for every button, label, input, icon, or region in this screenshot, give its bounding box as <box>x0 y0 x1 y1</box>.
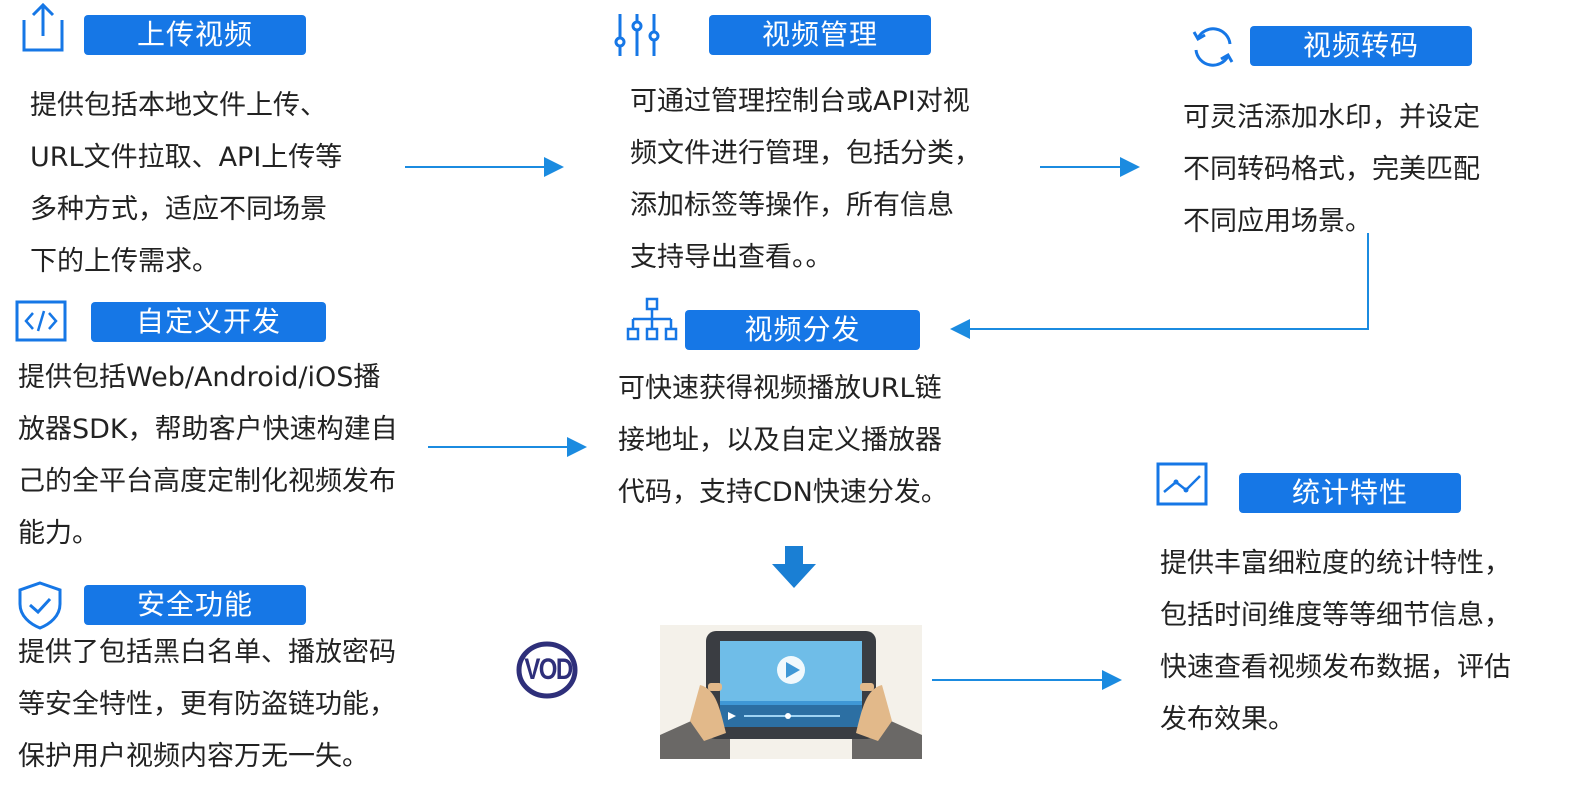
distribute-line-1: 可快速获得视频播放URL链 <box>618 373 942 404</box>
distribute-line-2: 接地址，以及自定义播放器 <box>618 425 942 456</box>
custom-dev-description: 提供包括Web/Android/iOS播 放器SDK，帮助客户快速构建自 己的全… <box>18 352 398 560</box>
security-description: 提供了包括黑白名单、播放密码 等安全特性，更有防盗链功能， 保护用户视频内容万无… <box>18 627 396 783</box>
manage-line-1: 可通过管理控制台或API对视 <box>630 86 970 117</box>
custom-dev-line-2: 放器SDK，帮助客户快速构建自 <box>18 414 398 445</box>
custom-dev-line-1: 提供包括Web/Android/iOS播 <box>18 362 381 393</box>
custom-dev-line-4: 能力。 <box>18 518 99 549</box>
manage-line-3: 添加标签等操作，所有信息 <box>630 190 954 221</box>
distribute-line-3: 代码，支持CDN快速分发。 <box>618 477 948 508</box>
distribute-description: 可快速获得视频播放URL链 接地址，以及自定义播放器 代码，支持CDN快速分发。 <box>618 363 948 519</box>
stats-line-2: 包括时间维度等等细节信息， <box>1160 600 1511 631</box>
upload-line-4: 下的上传需求。 <box>30 246 219 277</box>
manage-description: 可通过管理控制台或API对视 频文件进行管理，包括分类， 添加标签等操作，所有信… <box>630 76 981 284</box>
security-badge: 安全功能 <box>84 585 306 625</box>
tablet-video-player-icon <box>660 625 922 763</box>
refresh-icon <box>1188 24 1238 74</box>
stats-description: 提供丰富细粒度的统计特性， 包括时间维度等等细节信息， 快速查看视频发布数据，评… <box>1160 538 1511 746</box>
stats-line-1: 提供丰富细粒度的统计特性， <box>1160 548 1511 579</box>
shield-check-icon <box>16 580 64 634</box>
distribute-badge: 视频分发 <box>685 310 920 350</box>
upload-description: 提供包括本地文件上传、 URL文件拉取、API上传等 多种方式，适应不同场景 下… <box>30 80 342 288</box>
upload-line-3: 多种方式，适应不同场景 <box>30 194 327 225</box>
security-line-3: 保护用户视频内容万无一失。 <box>18 741 369 772</box>
line-chart-icon <box>1156 462 1208 510</box>
manage-line-4: 支持导出查看。。 <box>630 242 833 273</box>
vod-logo-text: VOD <box>524 653 573 686</box>
transcode-badge: 视频转码 <box>1250 26 1472 66</box>
stats-line-3: 快速查看视频发布数据，评估 <box>1160 652 1511 683</box>
sitemap-icon <box>626 297 678 347</box>
upload-badge: 上传视频 <box>84 15 306 55</box>
custom-dev-badge: 自定义开发 <box>91 302 326 342</box>
transcode-line-3: 不同应用场景。 <box>1183 206 1372 237</box>
manage-badge: 视频管理 <box>709 15 931 55</box>
vod-logo: VOD <box>515 640 581 700</box>
arrow-transcode-to-distribute <box>950 233 1369 339</box>
stats-badge: 统计特性 <box>1239 473 1461 513</box>
upload-icon <box>18 2 68 58</box>
custom-dev-line-3: 己的全平台高度定制化视频发布 <box>18 466 396 497</box>
transcode-line-2: 不同转码格式，完美匹配 <box>1183 154 1480 185</box>
upload-line-1: 提供包括本地文件上传、 <box>30 90 327 121</box>
upload-line-2: URL文件拉取、API上传等 <box>30 142 343 173</box>
stats-line-4: 发布效果。 <box>1160 704 1295 735</box>
transcode-description: 可灵活添加水印，并设定 不同转码格式，完美匹配 不同应用场景。 <box>1183 92 1480 248</box>
security-line-1: 提供了包括黑白名单、播放密码 <box>18 637 396 668</box>
manage-line-2: 频文件进行管理，包括分类， <box>630 138 981 169</box>
down-arrow-icon <box>772 546 816 588</box>
transcode-line-1: 可灵活添加水印，并设定 <box>1183 102 1480 133</box>
sliders-icon <box>612 12 662 62</box>
security-line-2: 等安全特性，更有防盗链功能， <box>18 689 396 720</box>
code-icon <box>15 300 67 346</box>
